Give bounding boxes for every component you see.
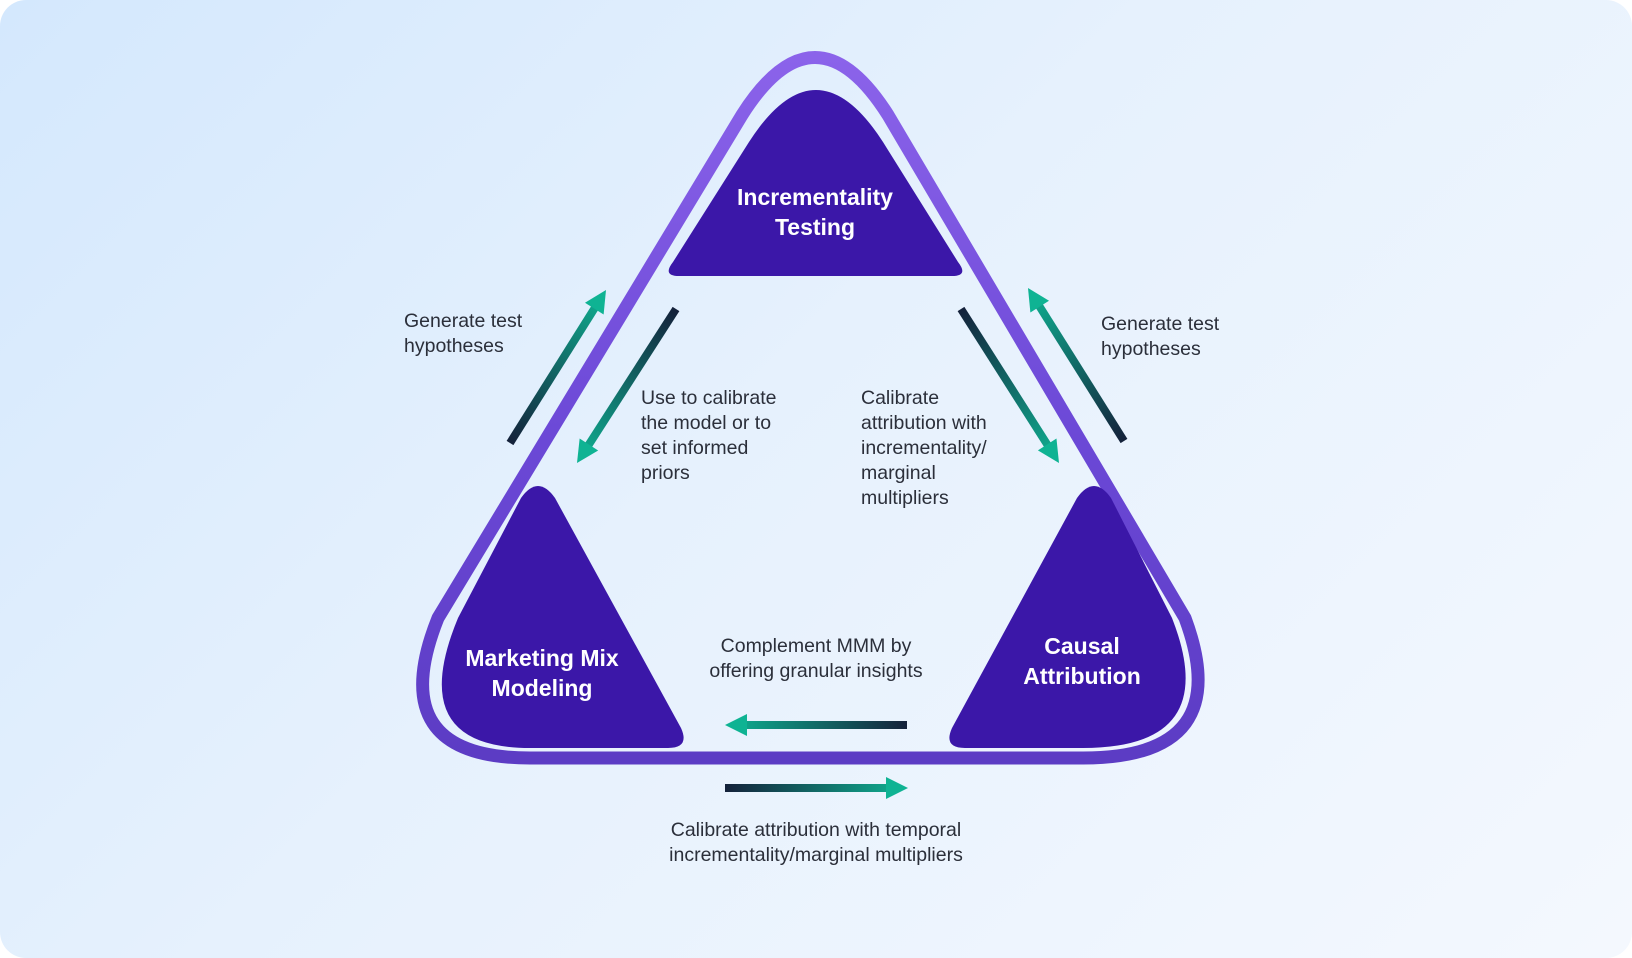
node-marketing-mix-modeling[interactable] [441, 486, 684, 748]
node-causal-attribution[interactable] [949, 486, 1186, 748]
arrow-mmm-to-attribution [725, 777, 908, 799]
arrow-head-icon [577, 438, 599, 463]
node-label-marketing-mix-modeling: Marketing Mix Modeling [422, 643, 662, 703]
caption-generate-hypotheses-right: Generate test hypotheses [1101, 313, 1220, 360]
node-incrementality-testing[interactable] [668, 90, 963, 276]
arrow-shaft [506, 304, 599, 446]
arrow-shaft [584, 306, 680, 449]
node-label-causal-attribution: Causal Attribution [962, 631, 1202, 691]
caption-complement-mmm: Complement MMM by offering granular insi… [709, 635, 923, 682]
arrow-testing-to-mmm [577, 306, 680, 463]
caption-generate-hypotheses-left: Generate test hypotheses [404, 310, 523, 357]
caption-calibrate-model: Use to calibrate the model or to set inf… [641, 387, 777, 484]
arrow-attribution-to-mmm [725, 714, 907, 736]
arrow-shaft [957, 306, 1052, 449]
arrow-testing-to-attribution [957, 306, 1059, 463]
node-label-line: Incrementality Testing [737, 184, 893, 240]
node-label-line: Marketing Mix Modeling [465, 645, 619, 701]
arrow-mmm-to-testing [506, 290, 606, 446]
arrow-head-icon [886, 777, 908, 799]
arrow-attribution-to-testing [1028, 288, 1128, 444]
node-label-incrementality-testing: Incrementality Testing [695, 182, 935, 242]
arrow-head-icon [1028, 288, 1050, 313]
caption-calibrate-temporal: Calibrate attribution with temporal incr… [669, 819, 963, 866]
arrow-head-icon [1037, 438, 1059, 463]
node-label-line: Causal Attribution [1023, 633, 1141, 689]
triangle-outline [416, 51, 1205, 765]
arrows-layer [506, 288, 1128, 799]
arrow-head-icon [725, 714, 747, 736]
arrow-head-icon [584, 290, 606, 315]
caption-calibrate-attribution: Calibrate attribution with incrementalit… [861, 387, 987, 509]
arrow-shaft [1035, 302, 1128, 444]
